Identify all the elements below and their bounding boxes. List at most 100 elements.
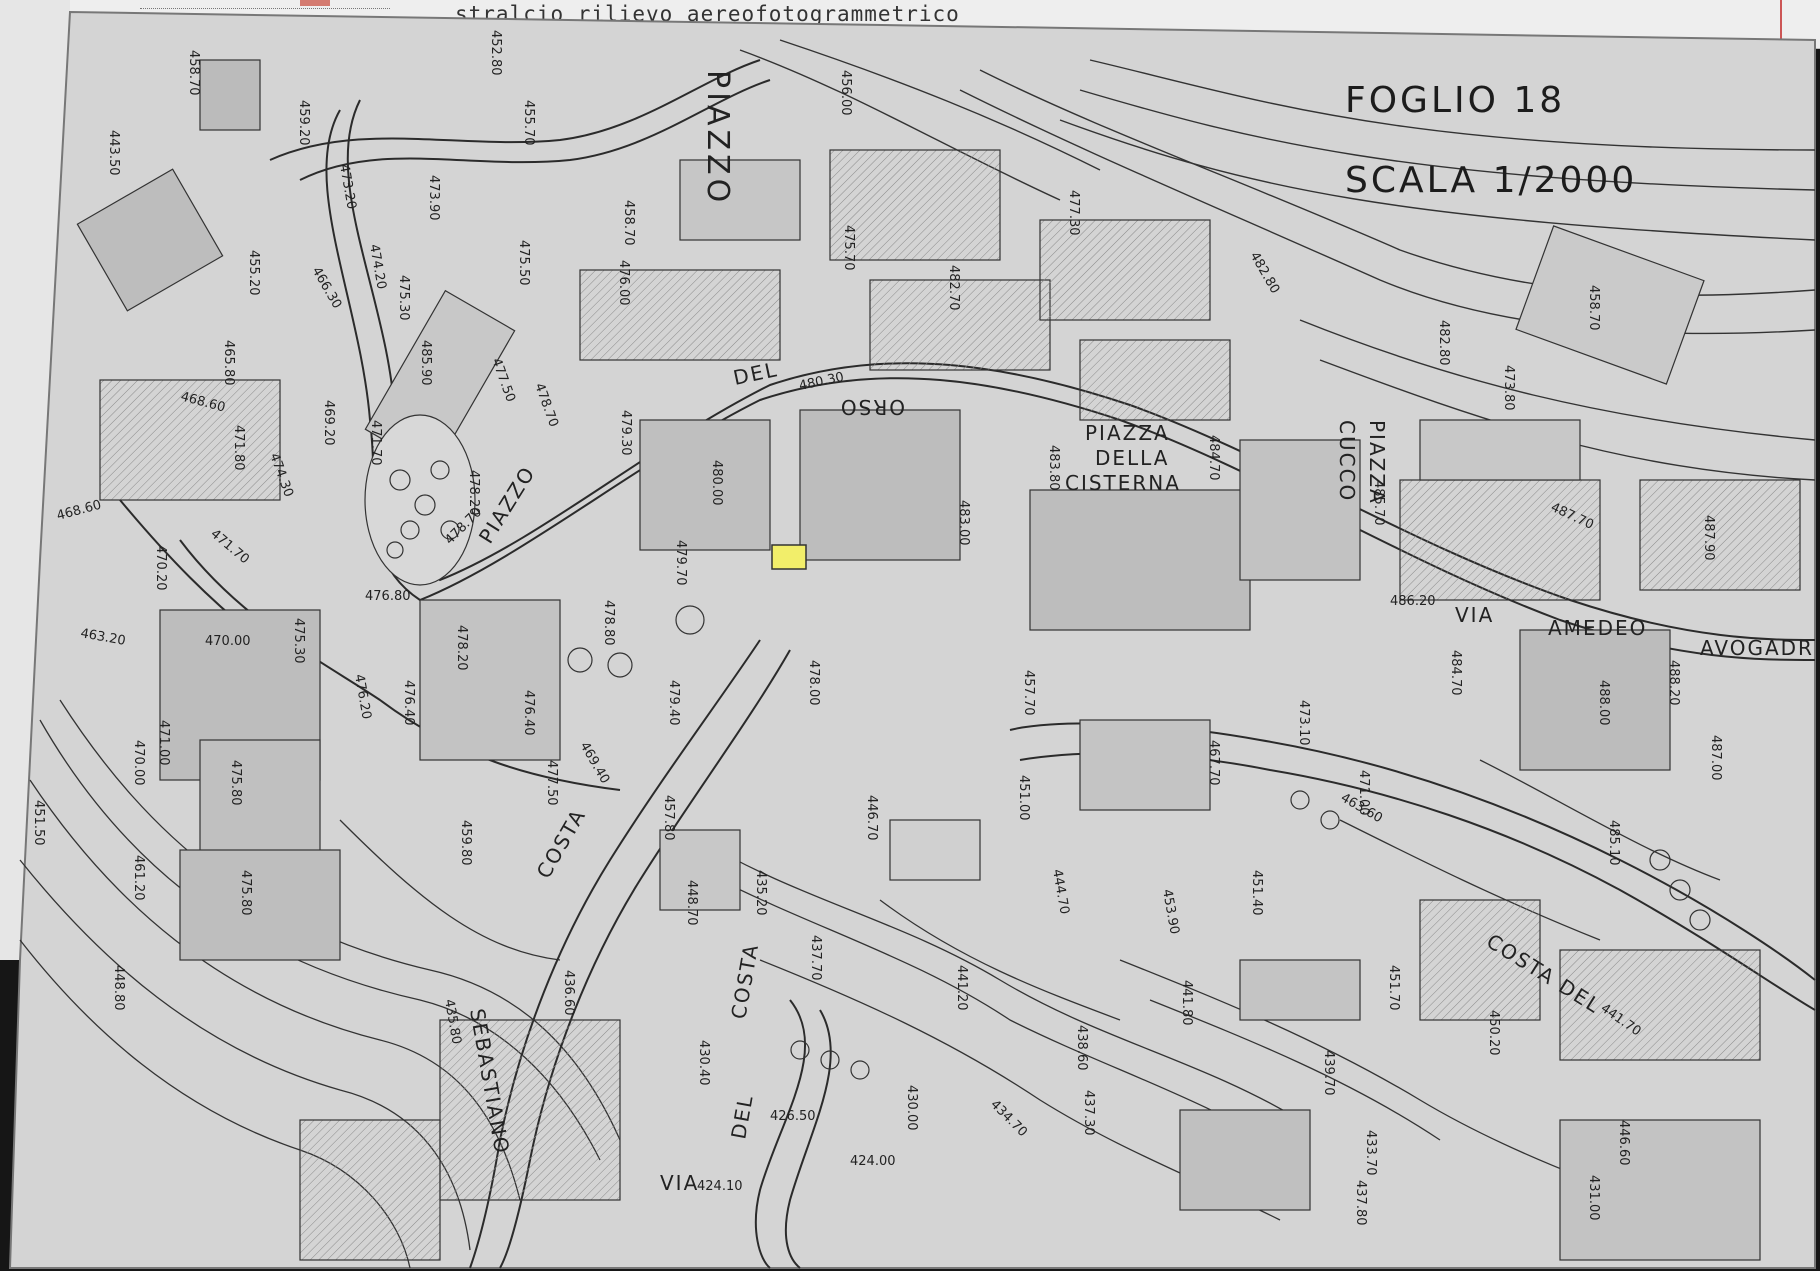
elevation-label: 470.00 <box>131 740 146 786</box>
elevation-label: 456.00 <box>838 70 853 116</box>
elevation-label: 479.40 <box>666 680 681 726</box>
elevation-label: 455.70 <box>521 100 536 146</box>
elevation-label: 484.70 <box>1448 650 1463 696</box>
elevation-label: 471.70 <box>368 420 383 466</box>
elevation-label: 486.20 <box>1390 594 1436 609</box>
elevation-label: 471.00 <box>156 720 171 766</box>
red-ink-mark <box>300 0 330 6</box>
elevation-label: 482.80 <box>1436 320 1451 366</box>
elevation-label: 437.70 <box>808 935 823 981</box>
street-label: CISTERNA <box>1065 471 1181 495</box>
elevation-label: 458.70 <box>1586 285 1601 331</box>
elevation-label: 457.80 <box>661 795 676 841</box>
elevation-label: 458.70 <box>621 200 636 246</box>
elevation-label: 471.00 <box>1356 770 1371 816</box>
elevation-label: 436.60 <box>561 970 576 1016</box>
elevation-label: 479.30 <box>618 410 633 456</box>
elevation-label: 480.00 <box>709 460 724 506</box>
elevation-label: 467.70 <box>1206 740 1221 786</box>
elevation-label: 437.80 <box>1353 1180 1368 1226</box>
elevation-label: 433.70 <box>1363 1130 1378 1176</box>
scale-label: SCALA 1/2000 <box>1345 160 1637 201</box>
elevation-label: 435.20 <box>753 870 768 916</box>
elevation-label: 469.20 <box>321 400 336 446</box>
elevation-label: 473.80 <box>1501 365 1516 411</box>
elevation-label: 482.70 <box>946 265 961 311</box>
elevation-label: 476.00 <box>616 260 631 306</box>
elevation-label: 470.00 <box>205 634 251 649</box>
building-blocks <box>76 59 1801 1261</box>
elevation-label: 451.00 <box>1016 775 1031 821</box>
elevation-label: 476.80 <box>365 589 411 604</box>
elevation-label: 483.80 <box>1046 445 1061 491</box>
street-label: AVOGADR <box>1700 636 1814 660</box>
elevation-label: 430.40 <box>696 1040 711 1086</box>
street-label: DELLA <box>1095 446 1169 470</box>
elevation-label: 487.00 <box>1708 735 1723 781</box>
elevation-label: 478.20 <box>454 625 469 671</box>
street-label: AMEDEO <box>1548 616 1647 640</box>
elevation-label: 424.00 <box>850 1154 896 1169</box>
elevation-label: 457.70 <box>1021 670 1036 716</box>
elevation-label: 485.70 <box>1371 480 1386 526</box>
elevation-label: 475.80 <box>238 870 253 916</box>
elevation-label: 459.20 <box>296 100 311 146</box>
elevation-label: 450.20 <box>1486 1010 1501 1056</box>
elevation-label: 477.30 <box>1066 190 1081 236</box>
elevation-label: 448.80 <box>111 965 126 1011</box>
street-label: ORSO <box>839 395 905 419</box>
elevation-label: 439.70 <box>1321 1050 1336 1096</box>
elevation-label: 443.50 <box>106 130 121 176</box>
sheet-label: FOGLIO 18 <box>1345 80 1565 121</box>
elevation-label: 484.70 <box>1206 435 1221 481</box>
elevation-label: 488.00 <box>1596 680 1611 726</box>
street-label: PIAZZA <box>1085 421 1170 445</box>
contour-lines-north <box>739 39 1816 481</box>
elevation-label: 452.80 <box>488 30 503 76</box>
elevation-label: 473.10 <box>1296 700 1311 746</box>
street-label: PIAZZA <box>1365 420 1389 505</box>
elevation-label: 465.80 <box>221 340 236 386</box>
elevation-label: 430.00 <box>904 1085 919 1131</box>
elevation-label: 451.40 <box>1249 870 1264 916</box>
elevation-label: 458.70 <box>186 50 201 96</box>
red-margin-line <box>1780 0 1782 46</box>
garden-trees <box>364 414 1711 1080</box>
elevation-label: 424.10 <box>697 1179 743 1194</box>
header-dotted-rule <box>140 6 390 9</box>
street-label: VIA <box>1455 603 1494 627</box>
elevation-label: 473.90 <box>426 175 441 221</box>
elevation-label: 426.50 <box>770 1109 816 1124</box>
elevation-label: 451.70 <box>1386 965 1401 1011</box>
elevation-label: 451.50 <box>31 800 46 846</box>
elevation-label: 448.70 <box>684 880 699 926</box>
elevation-label: 461.20 <box>131 855 146 901</box>
street-label: VIA <box>660 1171 699 1195</box>
elevation-label: 431.00 <box>1586 1175 1601 1221</box>
elevation-label: 477.50 <box>544 760 559 806</box>
elevation-label: 471.80 <box>231 425 246 471</box>
street-label: CUCCO <box>1335 420 1359 502</box>
elevation-label: 438.60 <box>1074 1025 1089 1071</box>
elevation-label: 475.70 <box>841 225 856 271</box>
elevation-label: 483.00 <box>956 500 971 546</box>
elevation-label: 487.90 <box>1701 515 1716 561</box>
elevation-label: 441.80 <box>1179 980 1194 1026</box>
elevation-label: 485.10 <box>1606 820 1621 866</box>
elevation-label: 485.90 <box>418 340 433 386</box>
elevation-label: 488.20 <box>1666 660 1681 706</box>
elevation-label: 478.00 <box>806 660 821 706</box>
elevation-label: 476.40 <box>521 690 536 736</box>
elevation-label: 446.60 <box>1616 1120 1631 1166</box>
elevation-label: 478.20 <box>466 470 481 516</box>
elevation-label: 476.40 <box>401 680 416 726</box>
elevation-label: 475.50 <box>516 240 531 286</box>
elevation-label: 455.20 <box>246 250 261 296</box>
elevation-label: 478.80 <box>601 600 616 646</box>
elevation-label: 475.80 <box>228 760 243 806</box>
highlighted-parcel <box>771 544 807 570</box>
elevation-label: 437.30 <box>1081 1090 1096 1136</box>
elevation-label: 459.80 <box>458 820 473 866</box>
